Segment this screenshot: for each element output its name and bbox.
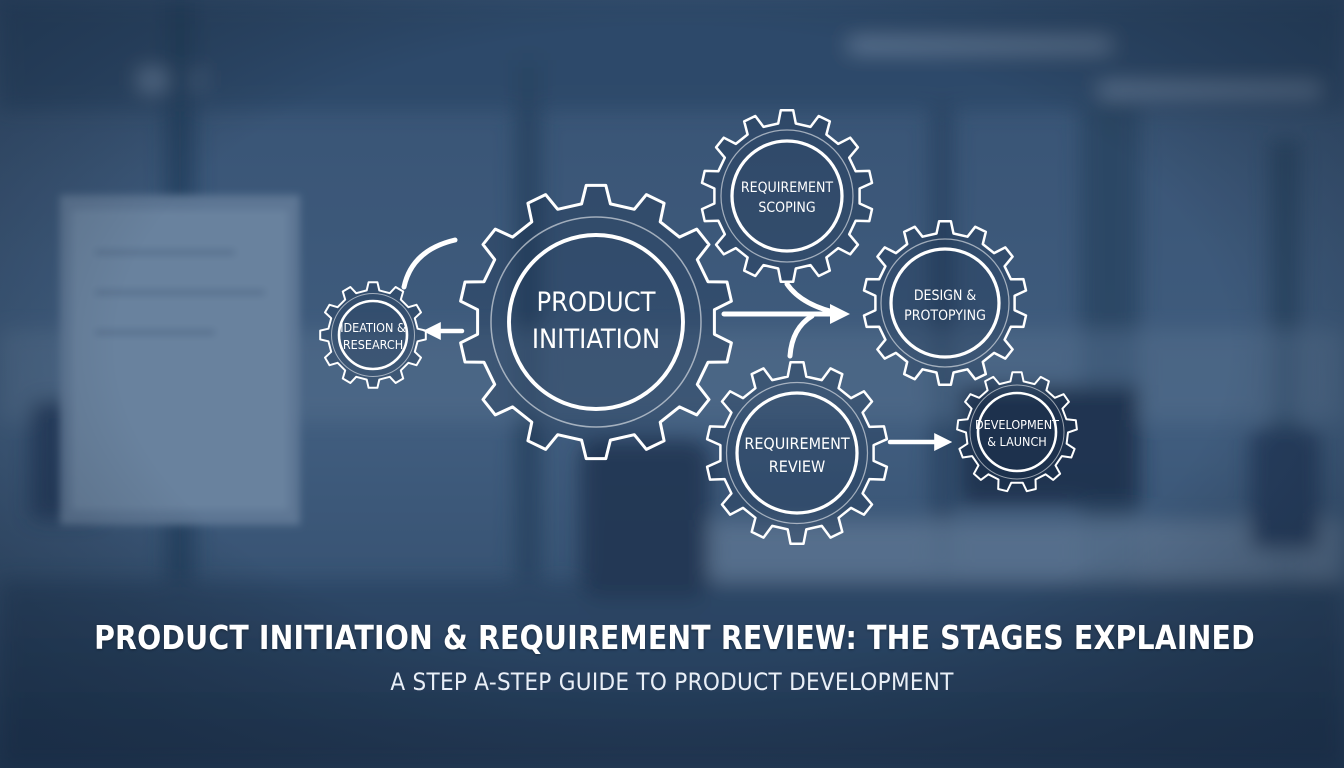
gear-ideation-research-inner-ring bbox=[337, 299, 409, 371]
gear-review-label-1: REQUIREMENT bbox=[744, 434, 850, 453]
arc-to-initiation bbox=[401, 237, 458, 290]
gear-requirement-scoping-mid-ring bbox=[720, 129, 854, 263]
arc-from-scoping bbox=[784, 281, 845, 317]
gear-development-launch-outline bbox=[956, 371, 1078, 493]
gear-requirement-review-mid-ring bbox=[725, 381, 869, 525]
gear-product-initiation-mid-ring bbox=[490, 216, 702, 428]
gear-design-label-2: PROTOPYING bbox=[904, 308, 986, 324]
gear-product-initiation-inner-ring bbox=[507, 233, 685, 411]
gear-design-prototyping-outline bbox=[862, 219, 1028, 387]
gear-product-initiation: PRODUCT INITIATION bbox=[459, 183, 733, 461]
gear-initiation-label-1: PRODUCT bbox=[537, 287, 656, 318]
gear-requirement-review: REQUIREMENT REVIEW bbox=[705, 360, 889, 546]
gear-requirement-review-outline bbox=[705, 360, 889, 546]
gear-requirement-scoping-outline bbox=[700, 108, 874, 284]
gear-requirement-scoping: REQUIREMENT SCOPING bbox=[700, 108, 874, 284]
gear-ideation-research-mid-ring bbox=[331, 293, 415, 377]
gear-initiation-label-2: INITIATION bbox=[532, 324, 660, 355]
gear-design-label-1: DESIGN & bbox=[914, 288, 977, 304]
gear-ideation-research: IDEATION & RESEARCH bbox=[319, 281, 427, 389]
gear-ideation-label-1: IDEATION & bbox=[340, 320, 406, 335]
gear-design-prototyping-inner-ring bbox=[889, 247, 1001, 359]
gear-development-launch-inner-ring bbox=[976, 391, 1058, 473]
gear-product-initiation-outline bbox=[459, 183, 733, 461]
gear-requirement-scoping-inner-ring bbox=[730, 139, 844, 253]
gear-development-launch: DEVELOPMENT & LAUNCH bbox=[956, 371, 1078, 493]
gear-ideation-label-2: RESEARCH bbox=[343, 337, 403, 352]
gear-design-prototyping: DESIGN & PROTOPYING bbox=[862, 219, 1028, 387]
gear-requirement-review-inner-ring bbox=[735, 391, 859, 515]
page-subtitle: A STEP A-STEP GUIDE TO PRODUCT DEVELOPME… bbox=[390, 668, 954, 696]
gear-launch-label-2: & LAUNCH bbox=[987, 434, 1047, 449]
page-title: PRODUCT INITIATION & REQUIREMENT REVIEW:… bbox=[94, 618, 1255, 657]
gear-review-label-2: REVIEW bbox=[769, 457, 826, 476]
gear-development-launch-mid-ring bbox=[969, 384, 1065, 480]
gear-scoping-label-2: SCOPING bbox=[758, 200, 815, 216]
gear-ideation-research-outline bbox=[319, 281, 427, 389]
gear-scoping-label-1: REQUIREMENT bbox=[741, 180, 834, 196]
arc-from-review bbox=[787, 313, 815, 359]
gear-design-prototyping-mid-ring bbox=[880, 238, 1010, 368]
gear-launch-label-1: DEVELOPMENT bbox=[975, 417, 1059, 432]
connector-arrows bbox=[401, 237, 953, 451]
